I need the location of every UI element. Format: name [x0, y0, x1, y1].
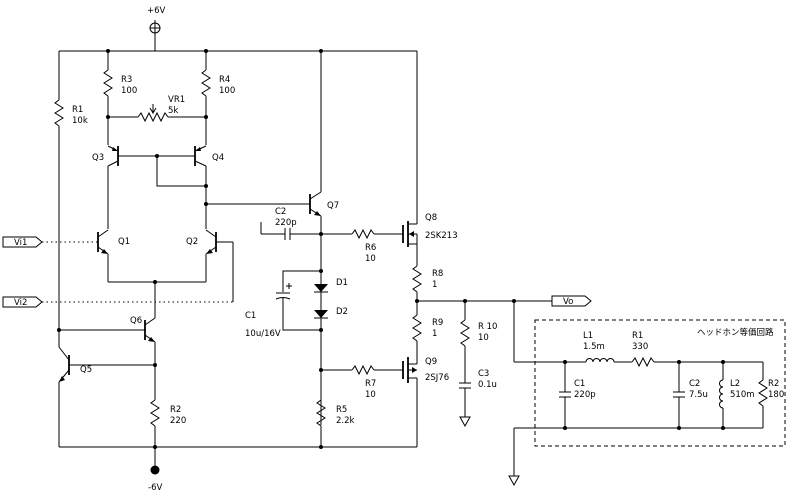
headphone-equivalent-circuit [508, 301, 786, 487]
c3-value: 0.1u [478, 380, 497, 390]
q2-label: Q2 [186, 237, 198, 247]
r7-value: 10 [365, 390, 376, 400]
hp-l1-name: L1 [583, 331, 593, 341]
r7-name: R7 [365, 379, 376, 389]
d2-label: D2 [336, 307, 348, 317]
hp-l2-name: L2 [730, 379, 740, 389]
q8-part: 2SK213 [425, 231, 458, 241]
r10-name: R 10 [478, 322, 497, 332]
q8-name: Q8 [425, 213, 437, 223]
q4-label: Q4 [212, 153, 224, 163]
resistor-r6 [321, 228, 403, 240]
hp-c1-value: 220p [574, 390, 596, 400]
resistor-r10 [460, 301, 470, 383]
q9-name: Q9 [425, 357, 437, 367]
hp-l2-value: 510m [730, 390, 755, 400]
transistor-q7 [309, 51, 323, 280]
q1-label: Q1 [118, 237, 130, 247]
r4-value: 100 [219, 86, 235, 96]
q6-label: Q6 [130, 316, 142, 326]
transistor-q3 [107, 145, 195, 229]
c2-value: 220p [275, 218, 297, 228]
r9-name: R9 [432, 318, 443, 328]
q7-label: Q7 [327, 201, 339, 211]
supply-rails [59, 20, 417, 475]
capacitor-c2 [260, 222, 321, 240]
hp-l1-value: 1.5m [583, 342, 605, 352]
r3-value: 100 [121, 86, 137, 96]
transistor-q1 [97, 229, 109, 282]
c1-value: 10u/16V [245, 329, 281, 339]
r6-value: 10 [365, 254, 376, 264]
resistor-r8 [412, 265, 422, 315]
q9-part: 2SJ76 [425, 373, 449, 383]
hp-r2-value: 180 [768, 390, 784, 400]
resistor-r9 [412, 314, 422, 364]
mosfet-q9 [402, 357, 418, 447]
r8-value: 1 [432, 280, 437, 290]
transistor-q2 [205, 229, 234, 302]
pos-supply-label: +6V [147, 6, 166, 16]
diode-d1 [314, 269, 328, 310]
transistor-q6 [59, 317, 157, 400]
neg-terminal [150, 465, 160, 475]
r10-value: 10 [478, 333, 489, 343]
vr1-name: VR1 [168, 95, 185, 105]
resistor-r4 [201, 51, 211, 145]
vi2-label: Vi2 [14, 298, 27, 308]
r9-value: 1 [432, 329, 437, 339]
transistor-q5 [58, 346, 155, 447]
neg-supply-label: -6V [148, 483, 162, 493]
resistor-r5 [316, 399, 326, 447]
hp-r1-value: 330 [632, 342, 648, 352]
hp-r2-name: R2 [768, 379, 779, 389]
r2-value: 220 [170, 416, 186, 426]
c1-name: C1 [245, 311, 256, 321]
resistor-r7 [321, 364, 403, 376]
r2-name: R2 [170, 405, 181, 415]
ground-symbol [459, 416, 471, 428]
vi1-port [2, 236, 98, 248]
hp-c2-name: C2 [689, 379, 700, 389]
c3-name: C3 [478, 369, 489, 379]
output-wire [417, 299, 552, 303]
transistor-q4 [156, 145, 208, 229]
vr1-value: 5k [168, 106, 178, 116]
vi1-label: Vi1 [14, 238, 27, 248]
r8-name: R8 [432, 269, 443, 279]
r3-name: R3 [121, 75, 132, 85]
q3-label: Q3 [92, 153, 104, 163]
r1-name: R1 [72, 105, 83, 115]
capacitor-c3 [459, 382, 471, 428]
resistor-r2 [150, 399, 160, 447]
capacitor-c1 [275, 270, 321, 331]
r5-name: R5 [336, 405, 347, 415]
headphone-title: ヘッドホン等価回路 [697, 327, 774, 338]
vo-label: Vo [563, 297, 573, 307]
resistor-r3 [103, 51, 113, 145]
vo-port [551, 295, 592, 307]
q5-label: Q5 [80, 365, 92, 375]
c2-name: C2 [275, 207, 286, 217]
r1-value: 10k [72, 116, 88, 126]
hp-c2-value: 7.5u [689, 390, 708, 400]
trimmer-vr1 [108, 104, 206, 123]
hp-r1-name: R1 [632, 331, 643, 341]
resistor-r1 [54, 51, 64, 347]
hp-c1-name: C1 [574, 379, 585, 389]
r4-name: R4 [219, 75, 230, 85]
diode-d2 [314, 310, 328, 425]
mosfet-q8 [402, 51, 418, 266]
d1-label: D1 [336, 278, 348, 288]
r6-name: R6 [365, 243, 376, 253]
vi2-port [2, 296, 233, 308]
r5-value: 2.2k [336, 416, 355, 426]
